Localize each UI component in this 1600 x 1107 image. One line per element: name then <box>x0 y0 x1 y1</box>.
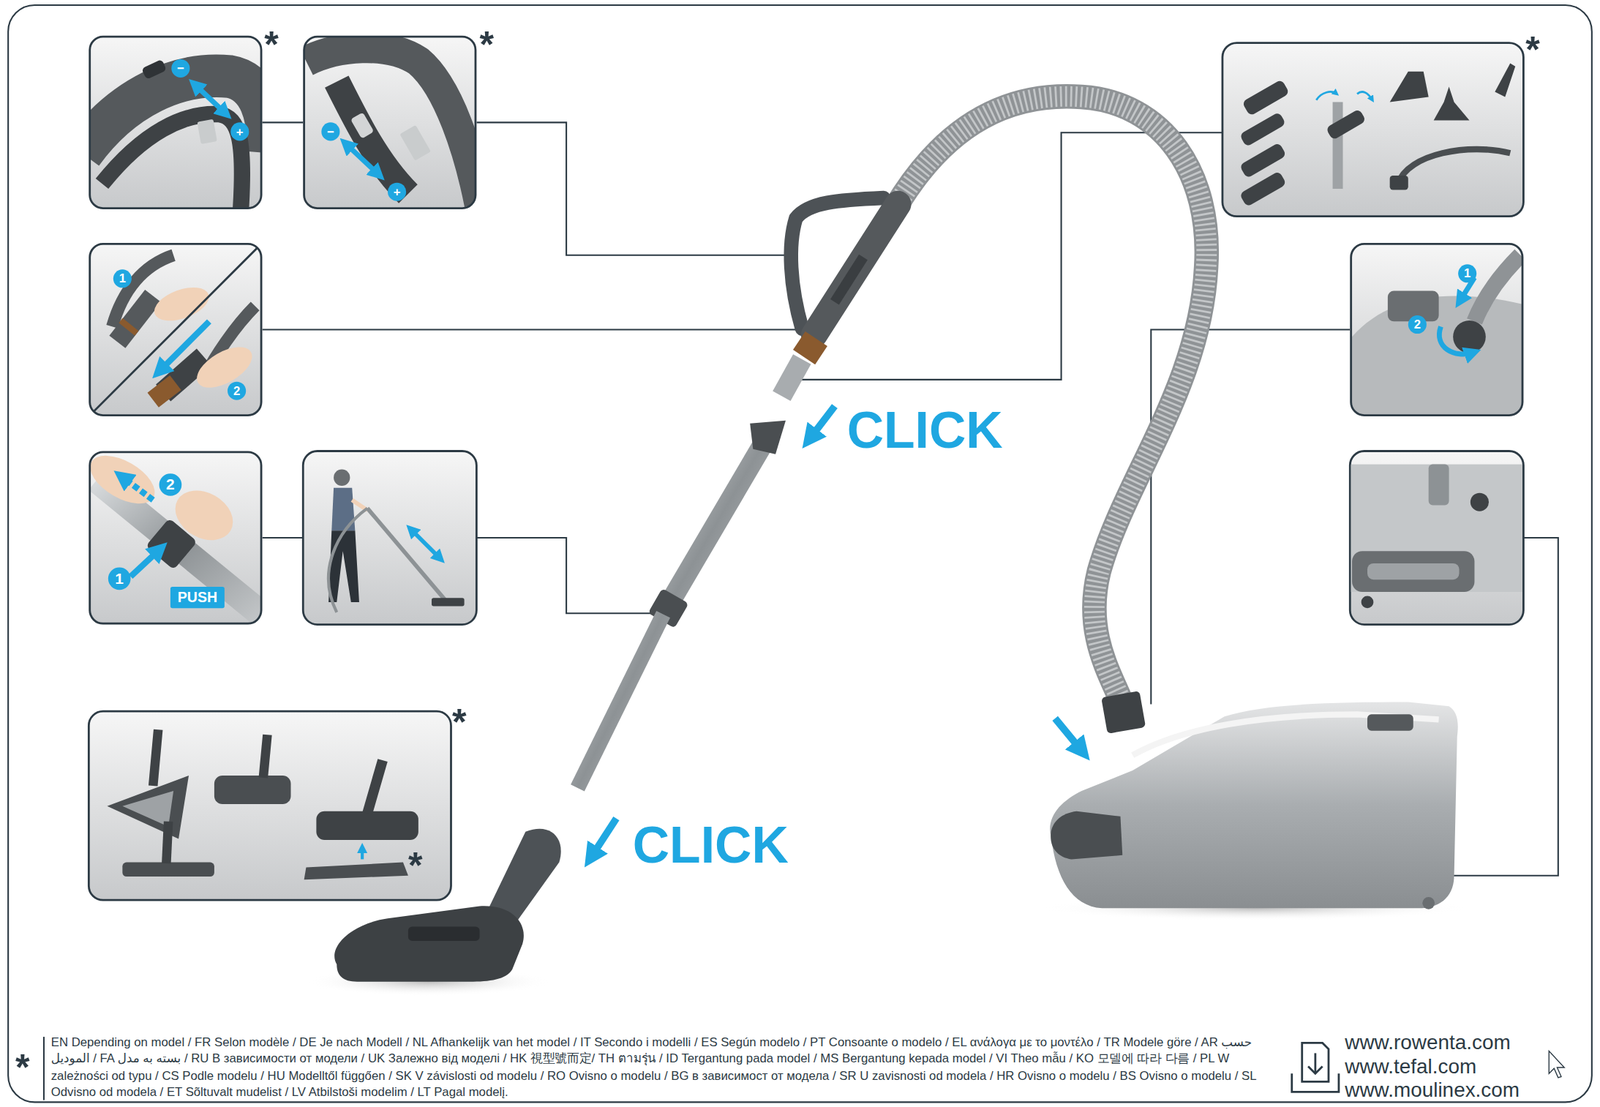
callout-number: − <box>171 59 190 78</box>
callout-number: 1 <box>108 566 131 590</box>
footnote-asterisk: * <box>15 1049 30 1086</box>
callout-number: + <box>387 182 407 202</box>
model-asterisk: * <box>408 847 423 884</box>
callout-number: 2 <box>1408 315 1427 334</box>
callout-number: 2 <box>227 381 246 401</box>
website-url: www.moulinex.com <box>1344 1078 1520 1102</box>
callout-number: 2 <box>159 473 183 497</box>
website-url: www.rowenta.com <box>1344 1030 1511 1054</box>
callout-number: 1 <box>113 269 132 288</box>
footnote-text: EN Depending on model / FR Selon modèle … <box>51 1033 1274 1102</box>
callout-number: − <box>321 122 340 141</box>
push-label: PUSH <box>170 586 225 608</box>
inset-panel: −+ <box>302 35 477 210</box>
model-asterisk: * <box>264 26 279 63</box>
inset-panel: 2 1PUSH <box>88 450 262 625</box>
leader-line <box>261 121 303 123</box>
callout-number: 1 <box>1458 264 1477 283</box>
click-label: CLICK <box>632 819 789 871</box>
model-asterisk: * <box>479 26 495 63</box>
inset-panel: 12 <box>1349 242 1524 417</box>
model-asterisk: * <box>1525 31 1541 69</box>
website-url: www.tefal.com <box>1344 1054 1477 1078</box>
model-asterisk: * <box>452 703 467 741</box>
click-label: CLICK <box>847 405 1004 457</box>
callout-number: + <box>230 122 249 141</box>
inset-panel: 12 <box>88 242 262 417</box>
inset-panel: −+ <box>88 35 262 210</box>
